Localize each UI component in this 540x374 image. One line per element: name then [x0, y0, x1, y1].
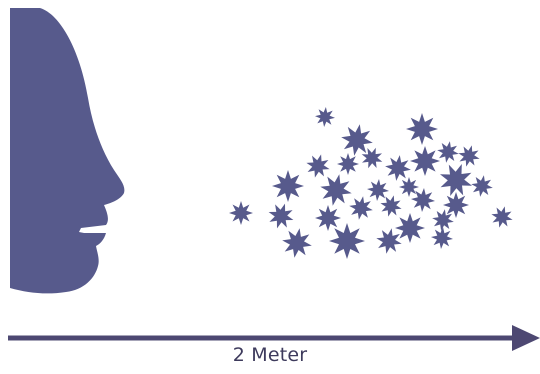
droplet-star-icon: [272, 170, 304, 202]
droplet-star-icon: [269, 204, 294, 229]
droplet-star-icon: [431, 227, 453, 249]
droplet-star-icon: [395, 213, 425, 243]
droplet-star-icon: [282, 228, 312, 258]
droplet-star-icon: [380, 195, 401, 216]
droplet-star-icon: [458, 145, 479, 166]
droplet-star-icon: [471, 175, 493, 197]
droplet-star-icon: [443, 192, 469, 218]
droplet-star-icon: [437, 141, 459, 163]
droplet-star-icon: [229, 201, 253, 225]
droplet-star-icon: [385, 155, 411, 181]
droplet-star-icon: [315, 205, 341, 231]
droplet-cloud: [229, 107, 513, 259]
droplet-star-icon: [376, 228, 401, 253]
droplet-star-icon: [320, 174, 351, 205]
droplet-star-icon: [367, 179, 389, 201]
distance-label: 2 Meter: [0, 344, 540, 366]
droplet-star-icon: [337, 153, 359, 175]
droplet-star-icon: [306, 154, 329, 177]
droplet-star-icon: [410, 146, 440, 176]
droplet-star-icon: [399, 177, 419, 197]
droplet-star-icon: [491, 206, 512, 227]
droplet-star-icon: [315, 107, 335, 127]
droplet-star-icon: [406, 113, 438, 145]
droplet-star-icon: [349, 196, 373, 220]
droplet-star-icon: [329, 223, 365, 259]
face-profile-icon: [10, 8, 124, 293]
droplet-star-icon: [440, 164, 472, 196]
